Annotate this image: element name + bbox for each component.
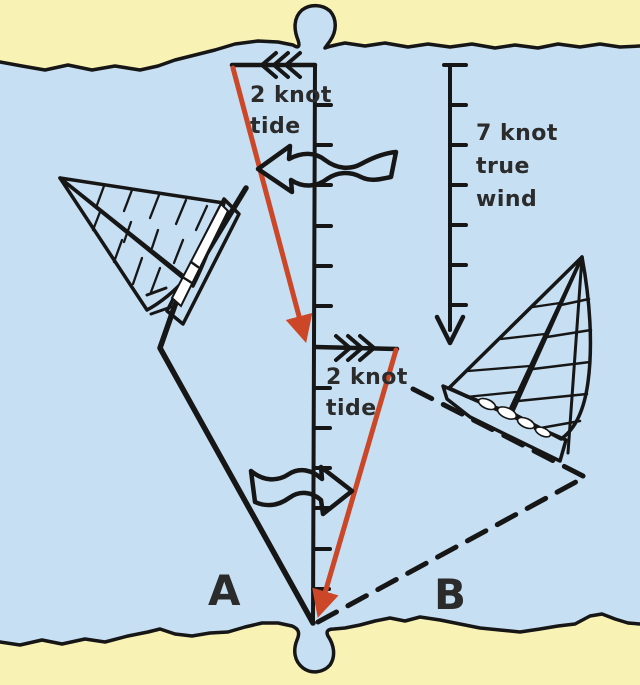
tide-stream-arrow-left <box>255 143 399 195</box>
true-wind-arrow <box>434 63 468 346</box>
wind-arrowhead-icon <box>434 314 466 346</box>
boat-a-cockpit-marks <box>182 260 200 285</box>
boat-a-sail-battens <box>91 184 209 294</box>
tide-top-label: 2 knot tide <box>250 83 332 139</box>
tide-vector-mid-chevrons-icon <box>334 334 376 362</box>
wind-label: 7 knot true wind <box>476 121 558 212</box>
boat-b <box>441 255 593 463</box>
coastline-bottom <box>0 612 640 674</box>
boat-b-crew-figures <box>477 397 552 438</box>
course-b-dashed-line <box>315 386 588 625</box>
land-top <box>0 0 640 70</box>
tide-mid-label: 2 knot tide <box>326 365 408 421</box>
course-b-label: B <box>434 570 467 619</box>
red-heading-arrow-lower <box>312 347 399 618</box>
boat-b-jib-seams <box>464 301 562 399</box>
boat-a <box>58 176 241 326</box>
tide-vector-mid-line <box>312 344 400 352</box>
coastline-top <box>0 3 640 72</box>
boat-a-rudder-lines <box>145 286 173 316</box>
wind-arrow-ticks <box>442 63 468 307</box>
boat-b-main-sail <box>510 255 593 441</box>
boat-b-backstay <box>566 255 584 455</box>
ground-track-shaft <box>311 63 317 623</box>
tide-stream-arrow-right <box>248 464 355 517</box>
course-a-label: A <box>208 566 242 615</box>
red-heading-arrow-upper <box>230 65 313 343</box>
tide-vector-top <box>229 51 318 79</box>
tide-vector-top-chevrons-icon <box>260 51 302 79</box>
tide-vector-mid <box>312 334 400 362</box>
land-bottom <box>0 614 640 685</box>
